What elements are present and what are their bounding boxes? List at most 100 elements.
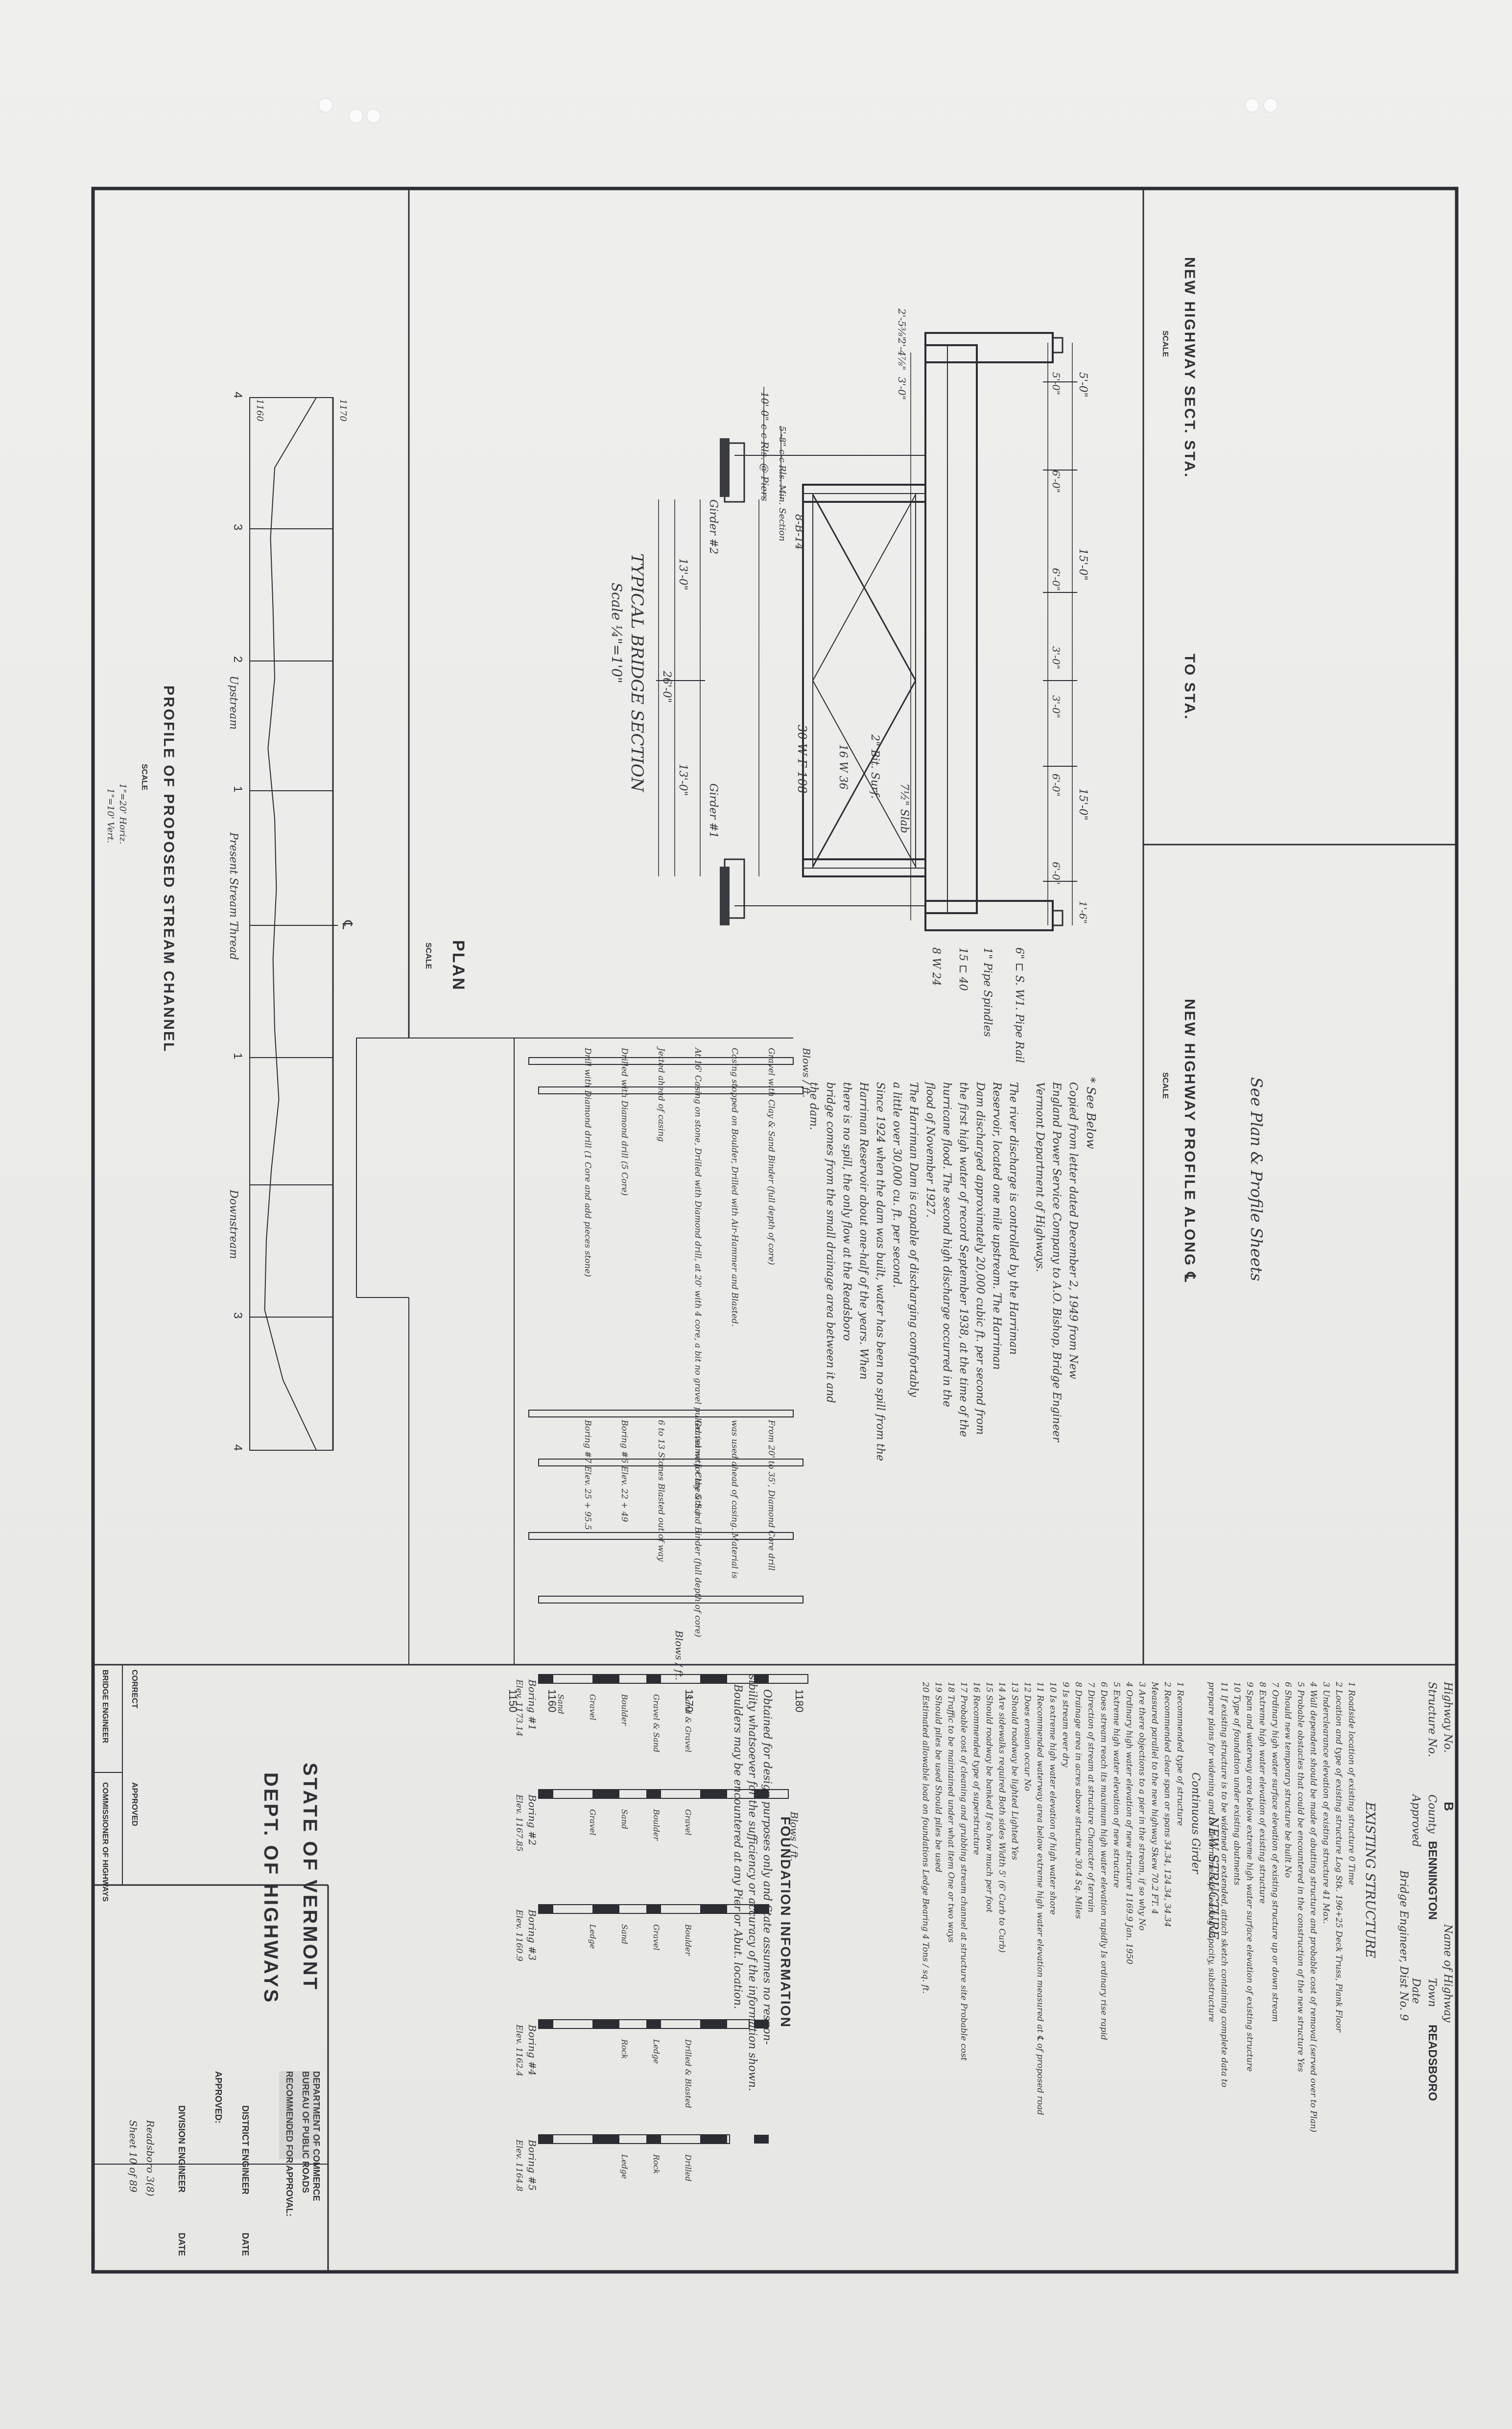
boring-log-fill	[700, 2135, 727, 2144]
boring-name: Boring #4	[526, 2024, 538, 2075]
boring-log-fill	[646, 1905, 661, 1913]
svg-text:3: 3	[231, 524, 244, 530]
foundation-title: FOUNDATION INFORMATION	[778, 1816, 793, 2028]
river-note-line: there is no spill, the only flow at the …	[841, 1082, 853, 1341]
boring-log-fill	[539, 1905, 553, 1913]
new-structure-line: 4 Ordinary high water elevation of new s…	[1124, 1681, 1134, 1964]
new-structure-line: 5 Extreme high water elevation of new st…	[1111, 1682, 1121, 1888]
boring-name: Boring #2	[526, 1794, 538, 1845]
profile-title: NEW HIGHWAY PROFILE ALONG ℄	[1181, 999, 1198, 1283]
boring-log-fill	[646, 1790, 661, 1798]
boring-soil-label: Gravel & Sand	[652, 1694, 661, 1752]
structure-info-block: Highway No. B Name of Highway Structure …	[921, 1681, 1456, 2132]
svg-text:SCALE: SCALE	[140, 764, 148, 791]
punch-hole-1	[318, 98, 333, 113]
boring-log-fill	[539, 2135, 553, 2144]
river-note-line: The Harriman Dam is capable of dischargi…	[907, 1082, 920, 1397]
boring-note-line: Casing stopped on Boulder, Drilled with …	[730, 1048, 739, 1326]
section-to: TO STA.	[1181, 654, 1198, 721]
boring-note-line: Gravel with Clay & Sand Binder (full dep…	[693, 1420, 703, 1637]
boring-log-fill	[539, 2020, 553, 2028]
svg-text:2'-5⅜": 2'-5⅜"	[896, 308, 908, 341]
svg-text:BUREAU OF PUBLIC ROADS: BUREAU OF PUBLIC ROADS	[301, 2071, 310, 2193]
river-note-line: Vermont Department of Highways.	[1034, 1082, 1046, 1272]
svg-text:3'-0": 3'-0"	[896, 377, 908, 400]
svg-text:30 W F 108: 30 W F 108	[795, 725, 809, 794]
plan-title: PLAN	[449, 940, 468, 991]
section-title: NEW HIGHWAY SECT. STA.	[1181, 257, 1198, 478]
svg-text:1160: 1160	[255, 399, 265, 422]
svg-text:County: County	[1426, 1794, 1438, 1834]
boring-note-line: From 20' to 35', Diamond Core drill	[766, 1419, 776, 1571]
stream-profile: 3 2 1 ℄ 1 3 4 4 1170 1160 Upstream Prese…	[105, 392, 355, 1451]
new-structure-line: 17 Probable cost of cleaning and grubbin…	[959, 1682, 969, 2061]
svg-text:DISTRICT ENGINEER: DISTRICT ENGINEER	[240, 2105, 250, 2194]
boring-log-fill	[592, 1905, 619, 1913]
boring-soil-label: Drilled	[684, 2154, 693, 2182]
boring-soil-label: Sand	[620, 1924, 629, 1944]
river-note-line: the dam.	[807, 1082, 820, 1130]
svg-text:7½" Slab: 7½" Slab	[898, 783, 910, 833]
punch-hole-4	[1245, 98, 1259, 113]
see-below-note: * See Below	[1084, 1077, 1098, 1149]
existing-structure-line: 4 Wall dependent should be made of abutt…	[1308, 1681, 1318, 2132]
svg-text:COMMISSIONER OF HIGHWAYS: COMMISSIONER OF HIGHWAYS	[101, 1782, 109, 1902]
punch-hole-5	[1263, 98, 1278, 113]
river-note-line: Harriman Reservoir about one-half of the…	[857, 1082, 870, 1380]
svg-text:1170: 1170	[683, 1689, 695, 1712]
boring-soil-label: Rock	[652, 2154, 661, 2174]
svg-text:2" Bit. Surf.: 2" Bit. Surf.	[869, 734, 881, 799]
svg-text:Bridge Engineer, Dist No. 9: Bridge Engineer, Dist No. 9	[1397, 1870, 1410, 2021]
new-structure-line: 2 Recommended clear span or spans 34.34,…	[1162, 1681, 1172, 1927]
svg-text:1"=20' Horiz.: 1"=20' Horiz.	[118, 783, 128, 845]
boring-log-fill	[754, 1905, 769, 1913]
boring-log-fill	[592, 1790, 619, 1798]
boring-note-line: Boring #7 Elev. 25 + 95.5	[583, 1419, 592, 1530]
punch-hole-2	[349, 109, 363, 123]
svg-text:4: 4	[231, 392, 244, 398]
boring-log-fill	[539, 1790, 553, 1798]
svg-text:Town: Town	[1426, 1978, 1438, 2007]
boring-log-bar	[528, 1532, 794, 1540]
new-structure-line: 12 Does erosion occur No	[1022, 1682, 1032, 1791]
boring-log-fill	[592, 1674, 619, 1683]
boring-name: Boring #5	[526, 2139, 538, 2191]
new-structure-line: 14 Are sidewalks required Both sides Wid…	[997, 1682, 1007, 1953]
new-structure-line: 8 Drainage area in acres above structure…	[1073, 1682, 1083, 1919]
boring-soil-label: Gravel	[652, 1924, 661, 1951]
boring-elevation: Elev. 1162.4	[514, 2024, 524, 2076]
svg-text:Upstream: Upstream	[227, 676, 239, 730]
boring-note-line: Gravel with Clay & Sand Binder (full dep…	[766, 1048, 776, 1265]
boring-name: Boring #3	[526, 1909, 538, 1960]
svg-text:1160: 1160	[546, 1689, 558, 1712]
bridge-section-title: TYPICAL BRIDGE SECTION	[627, 553, 647, 793]
svg-text:1170: 1170	[338, 399, 348, 422]
svg-text:3'-0": 3'-0"	[1050, 646, 1062, 669]
svg-text:5'-0": 5'-0"	[1050, 372, 1062, 395]
profile-title-group: NEW HIGHWAY PROFILE ALONG ℄ SCALE	[1161, 999, 1198, 1283]
new-structure-line: 20 Estimated allowable load on foundatio…	[921, 1681, 930, 1994]
boring-note-line: Drilled with Diamond drill (5 Core)	[619, 1047, 629, 1196]
svg-text:DATE: DATE	[177, 2233, 187, 2256]
svg-text:Girder #2: Girder #2	[707, 499, 719, 554]
boring-elevation: Elev. 1160.9	[514, 1909, 524, 1961]
river-note-line: a little over 30,000 cu. ft. per second.	[891, 1082, 903, 1288]
boring-log-fill	[754, 2020, 769, 2028]
svg-text:Boulders may be encountered at: Boulders may be encountered at any Pier …	[732, 1684, 744, 2009]
svg-text:15 ⊏ 40: 15 ⊏ 40	[957, 947, 969, 991]
svg-text:2'-4⅞": 2'-4⅞"	[896, 337, 908, 370]
svg-text:6" ⊏ S. W1. Pipe Rail: 6" ⊏ S. W1. Pipe Rail	[1013, 947, 1025, 1063]
boring-soil-label: Ledge	[588, 1924, 597, 1949]
svg-text:Blows / ft.: Blows / ft.	[801, 1047, 812, 1098]
profile-scale: SCALE	[1161, 1072, 1169, 1099]
svg-text:10'-0" c-c Rls. @ Piers: 10'-0" c-c Rls. @ Piers	[759, 392, 771, 501]
svg-text:16 W 36: 16 W 36	[837, 744, 849, 790]
boring-log-bar	[528, 1410, 794, 1417]
new-structure-line: 13 Should roadway be lighted Lighted Yes	[1010, 1682, 1019, 1860]
section-title-group: NEW HIGHWAY SECT. STA. SCALE TO STA.	[1161, 257, 1198, 721]
new-structure-line: 15 Should roadway be banked If so how mu…	[984, 1682, 994, 1913]
svg-text:CORRECT: CORRECT	[130, 1670, 139, 1708]
svg-text:3: 3	[231, 1312, 244, 1319]
plan-section: PLAN SCALE	[424, 940, 468, 991]
